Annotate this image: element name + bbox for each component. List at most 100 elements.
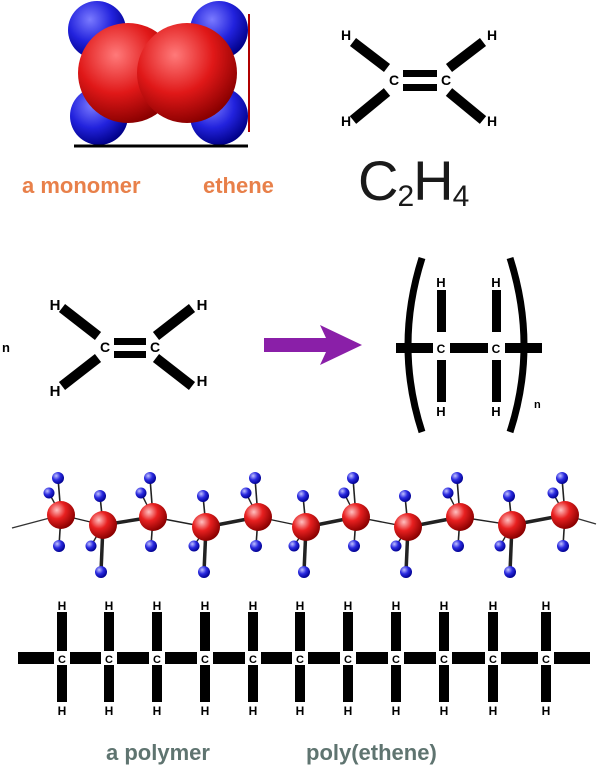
carbon-hydrogen-bond: [248, 612, 258, 652]
hydrogen-ball: [556, 472, 568, 484]
double-bond-line: [403, 70, 437, 77]
reaction-coefficient: n: [2, 340, 10, 355]
carbon-sphere: [137, 23, 237, 123]
carbon-ball: [551, 501, 579, 529]
hydrogen-ball: [442, 487, 454, 499]
hydrogen-ball: [85, 540, 97, 552]
carbon-atom-label: C: [153, 654, 161, 666]
carbon-atom-label: C: [441, 72, 451, 88]
carbon-atom-label: C: [437, 342, 446, 356]
hydrogen-atom-label: H: [153, 599, 162, 613]
hydrogen-atom-label: H: [58, 704, 67, 718]
hydrogen-atom-label: H: [344, 599, 353, 613]
hydrogen-atom-label: H: [296, 704, 305, 718]
hydrogen-atom-label: H: [487, 27, 497, 43]
ethene-space-filling-model: [68, 1, 250, 148]
hydrogen-ball: [494, 540, 506, 552]
molecular-formula: C2H4: [358, 149, 469, 213]
monomer-label: a monomer: [22, 173, 141, 198]
reactant-ethene-structural-formula: C C H H H H: [50, 297, 208, 400]
hydrogen-atom-label: H: [341, 27, 351, 43]
carbon-hydrogen-bond: [248, 664, 258, 702]
carbon-hydrogen-bond: [152, 612, 162, 652]
carbon-atom-label: C: [105, 654, 113, 666]
carbon-hydrogen-bond: [104, 612, 114, 652]
carbon-ball: [292, 513, 320, 541]
hydrogen-ball: [250, 540, 262, 552]
carbon-ball: [89, 511, 117, 539]
hydrogen-atom-label: H: [436, 404, 445, 419]
hydrogen-ball: [347, 472, 359, 484]
hydrogen-atom-label: H: [249, 599, 258, 613]
hydrogen-ball: [135, 487, 147, 499]
hydrogen-atom-label: H: [153, 704, 162, 718]
hydrogen-ball: [240, 487, 252, 499]
carbon-ball: [498, 511, 526, 539]
hydrogen-atom-label: H: [491, 275, 500, 290]
hydrogen-ball: [504, 566, 516, 578]
hydrogen-ball: [399, 490, 411, 502]
hydrogen-atom-label: H: [197, 297, 208, 314]
hydrogen-atom-label: H: [105, 704, 114, 718]
hydrogen-atom-label: H: [542, 599, 551, 613]
hydrogen-atom-label: H: [542, 704, 551, 718]
hydrogen-atom-label: H: [341, 113, 351, 129]
reaction-arrow-icon: [264, 325, 362, 365]
hydrogen-ball: [297, 490, 309, 502]
carbon-hydrogen-bond: [200, 664, 210, 702]
carbon-hydrogen-bond: [541, 664, 551, 702]
hydrogen-atom-label: H: [487, 113, 497, 129]
hydrogen-atom-label: H: [489, 704, 498, 718]
hydrogen-ball: [390, 540, 402, 552]
hydrogen-atom-label: H: [436, 275, 445, 290]
carbon-atom-label: C: [440, 654, 448, 666]
hydrogen-ball: [198, 566, 210, 578]
polymer-label: a polymer: [106, 740, 210, 765]
carbon-ball: [192, 513, 220, 541]
hydrogen-ball: [547, 487, 559, 499]
hydrogen-ball: [94, 490, 106, 502]
carbon-hydrogen-bond: [295, 664, 305, 702]
carbon-hydrogen-bond: [57, 612, 67, 652]
hydrogen-ball: [144, 472, 156, 484]
carbon-ball: [47, 501, 75, 529]
carbon-atom-label: C: [100, 339, 110, 355]
hydrogen-ball: [451, 472, 463, 484]
carbon-atom-label: C: [389, 72, 399, 88]
hydrogen-ball: [400, 566, 412, 578]
hydrogen-atom-label: H: [440, 599, 449, 613]
hydrogen-ball: [348, 540, 360, 552]
carbon-hydrogen-bond: [104, 664, 114, 702]
hydrogen-ball: [452, 540, 464, 552]
carbon-hydrogen-bond: [488, 664, 498, 702]
carbon-atom-label: C: [489, 654, 497, 666]
hydrogen-ball: [188, 540, 200, 552]
carbon-ball: [342, 503, 370, 531]
carbon-hydrogen-bond: [541, 612, 551, 652]
hydrogen-ball: [197, 490, 209, 502]
backbone-bond: [396, 343, 542, 353]
carbon-atom-label: C: [249, 654, 257, 666]
hydrogen-atom-label: H: [105, 599, 114, 613]
carbon-hydrogen-bond: [439, 612, 449, 652]
carbon-hydrogen-bond: [439, 664, 449, 702]
double-bond-line: [114, 338, 146, 345]
carbon-atom-label: C: [296, 654, 304, 666]
carbon-hydrogen-bond: [295, 612, 305, 652]
repeat-count-subscript: n: [534, 399, 541, 411]
double-bond-line: [114, 351, 146, 358]
carbon-ball: [394, 513, 422, 541]
hydrogen-atom-label: H: [392, 599, 401, 613]
carbon-hydrogen-bond: [343, 612, 353, 652]
monomer-name: ethene: [203, 173, 274, 198]
hydrogen-atom-label: H: [344, 704, 353, 718]
hydrogen-atom-label: H: [440, 704, 449, 718]
hydrogen-ball: [95, 566, 107, 578]
carbon-atom-label: C: [58, 654, 66, 666]
hydrogen-ball: [288, 540, 300, 552]
polymer-name: poly(ethene): [306, 740, 437, 765]
polyethene-ball-and-stick-model: [11, 472, 597, 578]
carbon-atom-label: C: [392, 654, 400, 666]
carbon-hydrogen-bond: [391, 664, 401, 702]
